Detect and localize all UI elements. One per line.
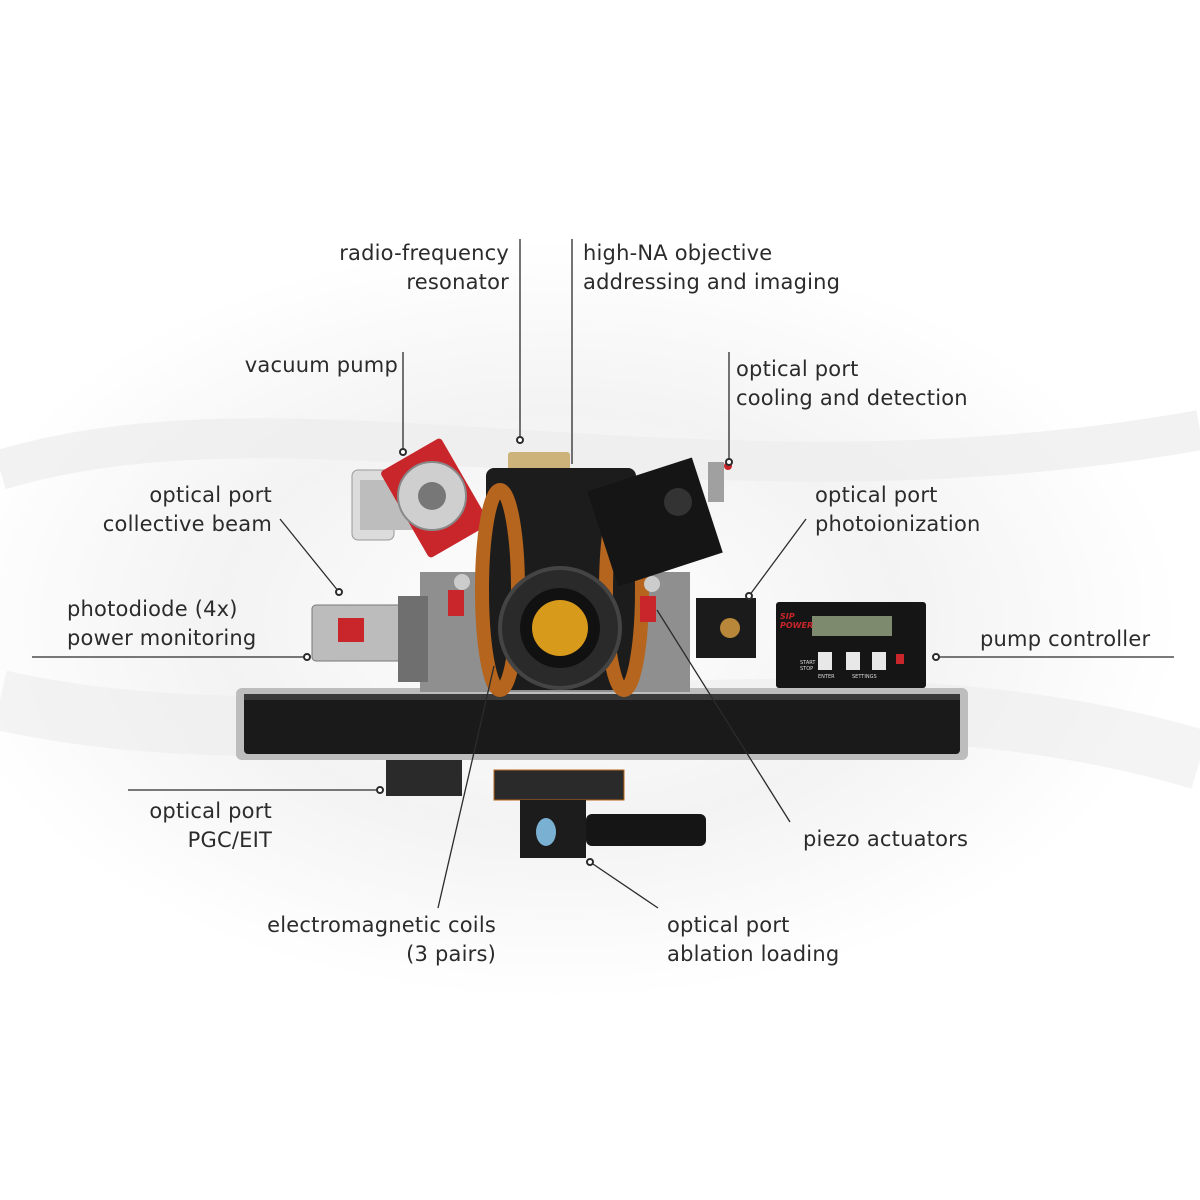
label-piezo: piezo actuators [803, 827, 969, 851]
controller-start-stop-label: START STOP [800, 660, 816, 672]
pump-controller-box [776, 602, 926, 688]
baseplate [236, 688, 968, 760]
vacuum-pump [351, 438, 489, 558]
ablation-port-assembly [493, 769, 706, 858]
label-pump-controller: pump controller [980, 627, 1151, 651]
pgc-port-block [386, 760, 462, 796]
controller-enter-label: ENTER [818, 674, 835, 680]
controller-settings-label: SETTINGS [852, 674, 877, 680]
photodiode-assembly [311, 596, 428, 682]
label-coils: electromagnetic coils(3 pairs) [267, 913, 496, 966]
photoionization-port [696, 598, 756, 658]
label-vacuum-pump: vacuum pump [244, 353, 398, 377]
label-photodiode: photodiode (4x)power monitoring [67, 597, 257, 650]
